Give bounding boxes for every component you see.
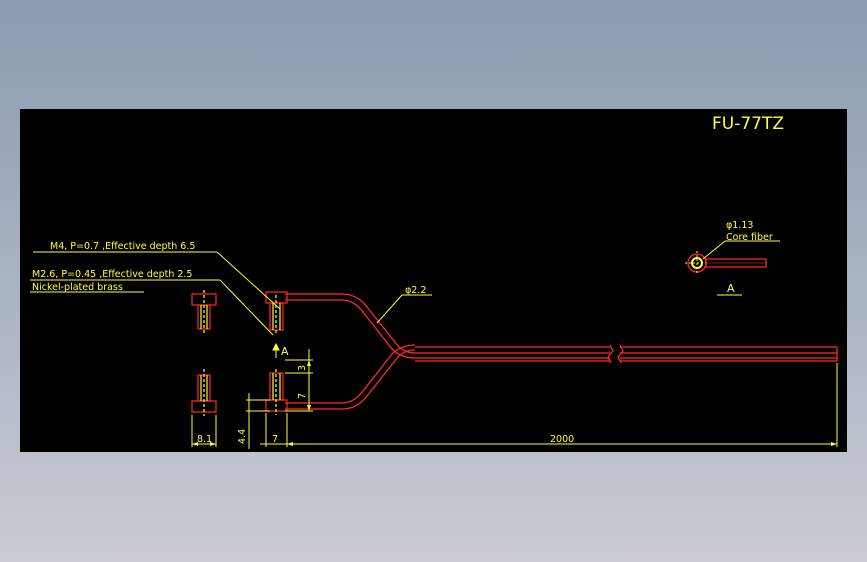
annotation-core-fiber: Core fiber bbox=[726, 232, 773, 243]
upper-branch-inner bbox=[285, 299, 610, 359]
break-mark-right bbox=[617, 344, 624, 364]
leader-m26 bbox=[219, 279, 274, 336]
connector-upper bbox=[265, 291, 288, 333]
view-arrow bbox=[272, 342, 280, 358]
cable-dia-line bbox=[376, 294, 403, 324]
upper-branch-outer bbox=[285, 293, 610, 354]
dim-arrow bbox=[831, 442, 837, 446]
section-view-label: A bbox=[727, 282, 735, 295]
connector-sideview-upper bbox=[191, 290, 217, 333]
dimension-arrows bbox=[192, 360, 837, 446]
dim-label-3: 3 bbox=[297, 365, 308, 371]
break-mark-left bbox=[607, 344, 614, 364]
annotation-fiber-diameter: φ1.13 bbox=[726, 220, 753, 231]
dim-arrow bbox=[307, 405, 311, 411]
fiber-leader bbox=[702, 240, 726, 260]
annotation-cable-diameter: φ2.2 bbox=[405, 285, 426, 296]
view-arrow-label: A bbox=[281, 345, 289, 358]
dim-label-7-vertical: 7 bbox=[297, 393, 308, 399]
annotation-thread-m26: M2.6, P=0.45 ,Effective depth 2.5 bbox=[32, 269, 192, 280]
annotation-material: Nickel-plated brass bbox=[32, 282, 123, 293]
dim-arrow bbox=[307, 360, 311, 366]
annotation-thread-m4: M4, P=0.7 ,Effective depth 6.5 bbox=[50, 241, 195, 252]
connector-sideview-lower bbox=[191, 369, 217, 416]
fiber-cable bbox=[285, 293, 838, 410]
dim-arrow bbox=[287, 442, 293, 446]
drawing-title: FU-77TZ bbox=[712, 114, 784, 134]
thread-annotations bbox=[30, 251, 281, 336]
cable-dia-leader bbox=[376, 294, 432, 324]
section-view-a bbox=[685, 240, 780, 296]
view-arrow-head bbox=[272, 342, 280, 351]
lower-branch-outer bbox=[285, 344, 416, 404]
dim-label-height: 4.4 bbox=[237, 429, 248, 444]
connector-lower bbox=[265, 369, 288, 415]
dimension-lines bbox=[191, 349, 838, 449]
dim-arrow bbox=[210, 442, 216, 446]
dim-label-cable-length: 2000 bbox=[550, 434, 574, 445]
cad-drawing: FU-77TZ bbox=[30, 114, 838, 449]
cad-drawing-viewport: FU-77TZ bbox=[20, 109, 847, 452]
leader-m4 bbox=[216, 251, 281, 310]
lower-branch-inner bbox=[285, 349, 416, 410]
dim-arrow bbox=[192, 442, 198, 446]
dim-label-length-7: 7 bbox=[272, 434, 278, 445]
sideview-lower-thread bbox=[197, 374, 211, 402]
dim-label-width: 8.1 bbox=[197, 434, 212, 445]
